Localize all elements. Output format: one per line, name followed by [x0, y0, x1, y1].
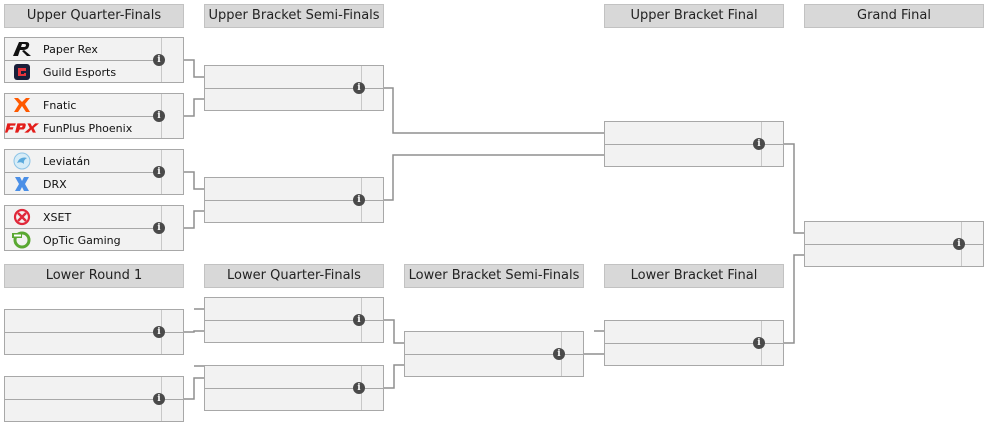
match-info-icon[interactable]: i: [753, 138, 765, 150]
match-info-icon[interactable]: i: [553, 348, 565, 360]
team-name: FunPlus Phoenix: [43, 121, 133, 135]
header-grand-final: Grand Final: [804, 4, 984, 28]
header-lower-round-1: Lower Round 1: [4, 264, 184, 288]
upper-sf-match-2[interactable]: i: [204, 177, 384, 223]
lower-r1-match-1[interactable]: i: [4, 309, 184, 355]
lower-qf-match-2[interactable]: i: [204, 365, 384, 411]
header-lower-bracket-semi-finals: Lower Bracket Semi-Finals: [404, 264, 584, 288]
match-info-icon[interactable]: i: [353, 82, 365, 94]
upper-qf-match-4[interactable]: XSET OpTic Gaming i: [4, 205, 184, 251]
lower-r1-match-2[interactable]: i: [4, 376, 184, 422]
match-info-icon[interactable]: i: [953, 238, 965, 250]
header-upper-bracket-final: Upper Bracket Final: [604, 4, 784, 28]
header-lower-bracket-final: Lower Bracket Final: [604, 264, 784, 288]
team-name: OpTic Gaming: [43, 233, 121, 247]
drx-logo: [5, 174, 39, 194]
header-lower-quarter-finals: Lower Quarter-Finals: [204, 264, 384, 288]
team-slot[interactable]: OpTic Gaming: [5, 228, 161, 251]
upper-qf-match-3[interactable]: Leviatán DRX i: [4, 149, 184, 195]
optic-gaming-logo: [5, 230, 39, 250]
team-slot[interactable]: FunPlus Phoenix: [5, 116, 161, 139]
guild-esports-logo: [5, 62, 39, 82]
slot-divider: [205, 388, 383, 389]
paper-rex-logo: [5, 39, 39, 59]
match-info-icon[interactable]: i: [153, 222, 165, 234]
team-slot[interactable]: Paper Rex: [5, 38, 161, 60]
team-name: Fnatic: [43, 98, 77, 112]
upper-qf-match-2[interactable]: Fnatic FunPlus Phoenix i: [4, 93, 184, 139]
header-upper-quarter-finals: Upper Quarter-Finals: [4, 4, 184, 28]
lower-qf-match-1[interactable]: i: [204, 297, 384, 343]
team-slot[interactable]: DRX: [5, 172, 161, 195]
slot-divider: [5, 399, 183, 400]
slot-divider: [605, 144, 783, 145]
slot-divider: [405, 354, 583, 355]
match-info-icon[interactable]: i: [153, 54, 165, 66]
team-name: Guild Esports: [43, 65, 117, 79]
lower-final-match[interactable]: i: [604, 320, 784, 366]
team-slot[interactable]: Leviatán: [5, 150, 161, 172]
upper-final-match[interactable]: i: [604, 121, 784, 167]
xset-logo: [5, 207, 39, 227]
slot-divider: [605, 343, 783, 344]
team-slot[interactable]: Fnatic: [5, 94, 161, 116]
funplus-phoenix-logo: [5, 118, 39, 138]
upper-sf-match-1[interactable]: i: [204, 65, 384, 111]
match-info-icon[interactable]: i: [353, 314, 365, 326]
match-info-icon[interactable]: i: [153, 166, 165, 178]
slot-divider: [5, 332, 183, 333]
team-name: XSET: [43, 210, 72, 224]
match-info-icon[interactable]: i: [153, 326, 165, 338]
slot-divider: [205, 200, 383, 201]
team-slot[interactable]: Guild Esports: [5, 60, 161, 83]
team-slot[interactable]: XSET: [5, 206, 161, 228]
match-info-icon[interactable]: i: [753, 337, 765, 349]
slot-divider: [205, 88, 383, 89]
team-name: Leviatán: [43, 154, 91, 168]
team-name: DRX: [43, 177, 67, 191]
match-info-icon[interactable]: i: [153, 393, 165, 405]
slot-divider: [205, 320, 383, 321]
fnatic-logo: [5, 95, 39, 115]
slot-divider: [805, 244, 983, 245]
match-info-icon[interactable]: i: [153, 110, 165, 122]
upper-qf-match-1[interactable]: Paper Rex Guild Esports i: [4, 37, 184, 83]
match-info-icon[interactable]: i: [353, 382, 365, 394]
leviatan-logo: [5, 151, 39, 171]
match-info-icon[interactable]: i: [353, 194, 365, 206]
grand-final-match[interactable]: i: [804, 221, 984, 267]
lower-sf-match[interactable]: i: [404, 331, 584, 377]
header-upper-bracket-semi-finals: Upper Bracket Semi-Finals: [204, 4, 384, 28]
team-name: Paper Rex: [43, 42, 98, 56]
